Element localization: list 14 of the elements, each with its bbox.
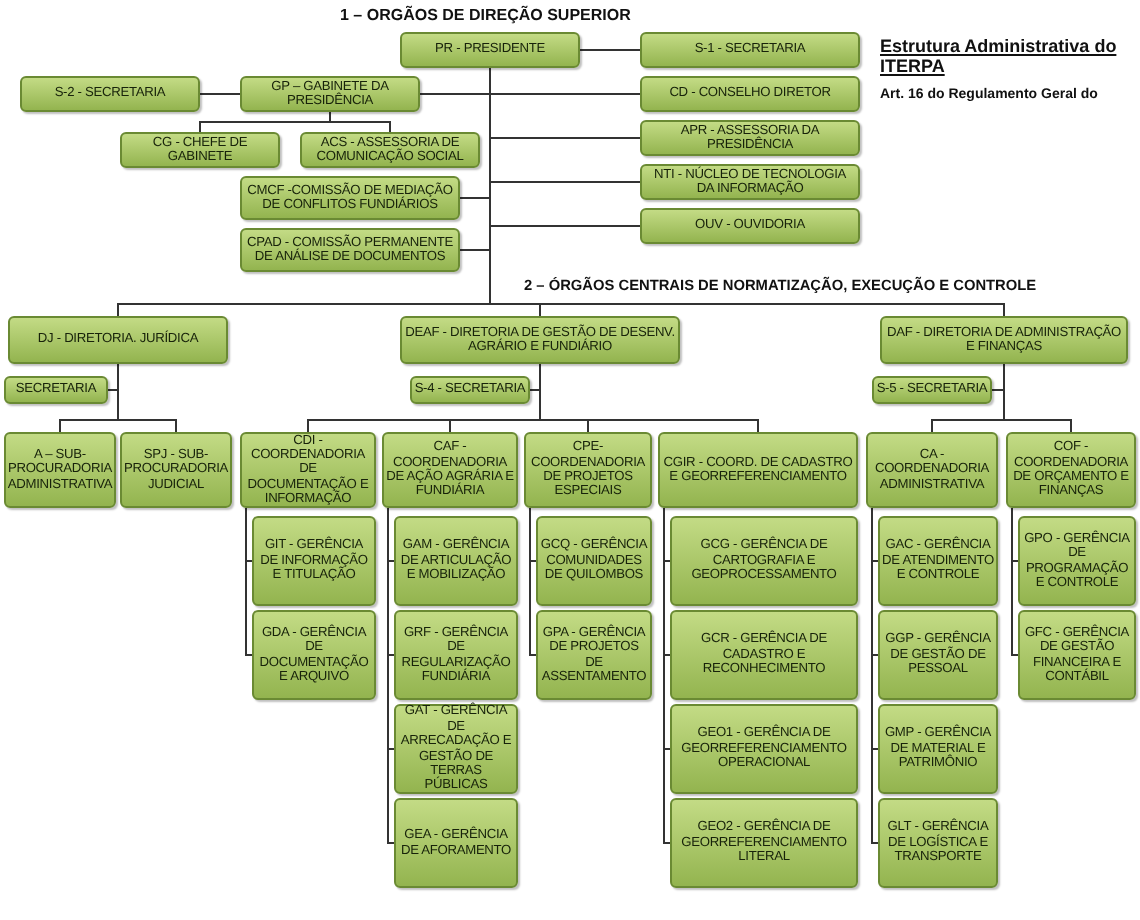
section-heading: 1 – ORGÃOS DE DIREÇÃO SUPERIOR	[340, 6, 631, 24]
connector-line	[117, 363, 177, 433]
connector-line	[1003, 363, 1072, 433]
connector-line	[199, 93, 241, 95]
connector-line	[1011, 507, 1019, 656]
connector-line	[245, 507, 253, 656]
title: Estrutura Administrativa do ITERPA	[880, 36, 1119, 76]
connector-line	[529, 507, 537, 656]
connector-line	[663, 507, 671, 844]
connector-line	[387, 507, 395, 844]
connector-line	[329, 111, 391, 133]
connector-line	[579, 49, 641, 51]
connector-line	[871, 507, 879, 844]
connector-line	[539, 363, 759, 433]
